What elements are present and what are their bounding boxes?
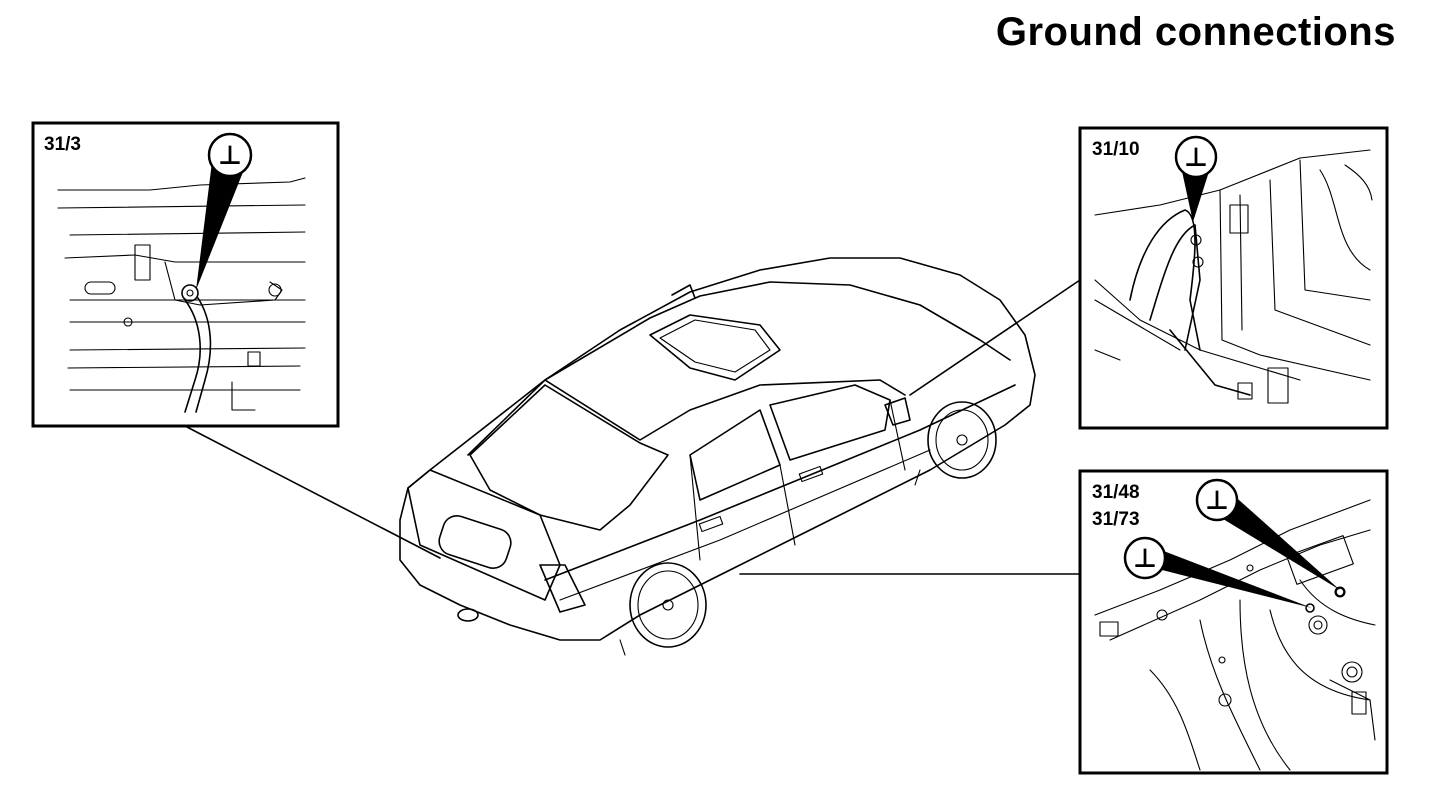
leader-lines xyxy=(184,279,1081,575)
panel-label-31-3: 31/3 xyxy=(44,134,81,155)
panel-label-31-10: 31/10 xyxy=(1092,139,1140,160)
panel-31-3: 31/3 ⊥ xyxy=(31,121,340,428)
panel-label-31-73: 31/73 xyxy=(1092,509,1140,530)
ground-icon: ⊥ xyxy=(1184,143,1208,173)
car-illustration xyxy=(399,257,1036,656)
panel-31-48-31-73: 31/48 31/73 ⊥ ⊥ xyxy=(1078,469,1389,775)
ground-icon: ⊥ xyxy=(1133,544,1157,574)
ground-icon: ⊥ xyxy=(1205,486,1229,516)
panel-31-10: 31/10 ⊥ xyxy=(1078,126,1389,430)
page-title: Ground connections xyxy=(995,10,1396,54)
ground-icon: ⊥ xyxy=(218,141,242,171)
panel-label-31-48: 31/48 xyxy=(1092,482,1140,503)
